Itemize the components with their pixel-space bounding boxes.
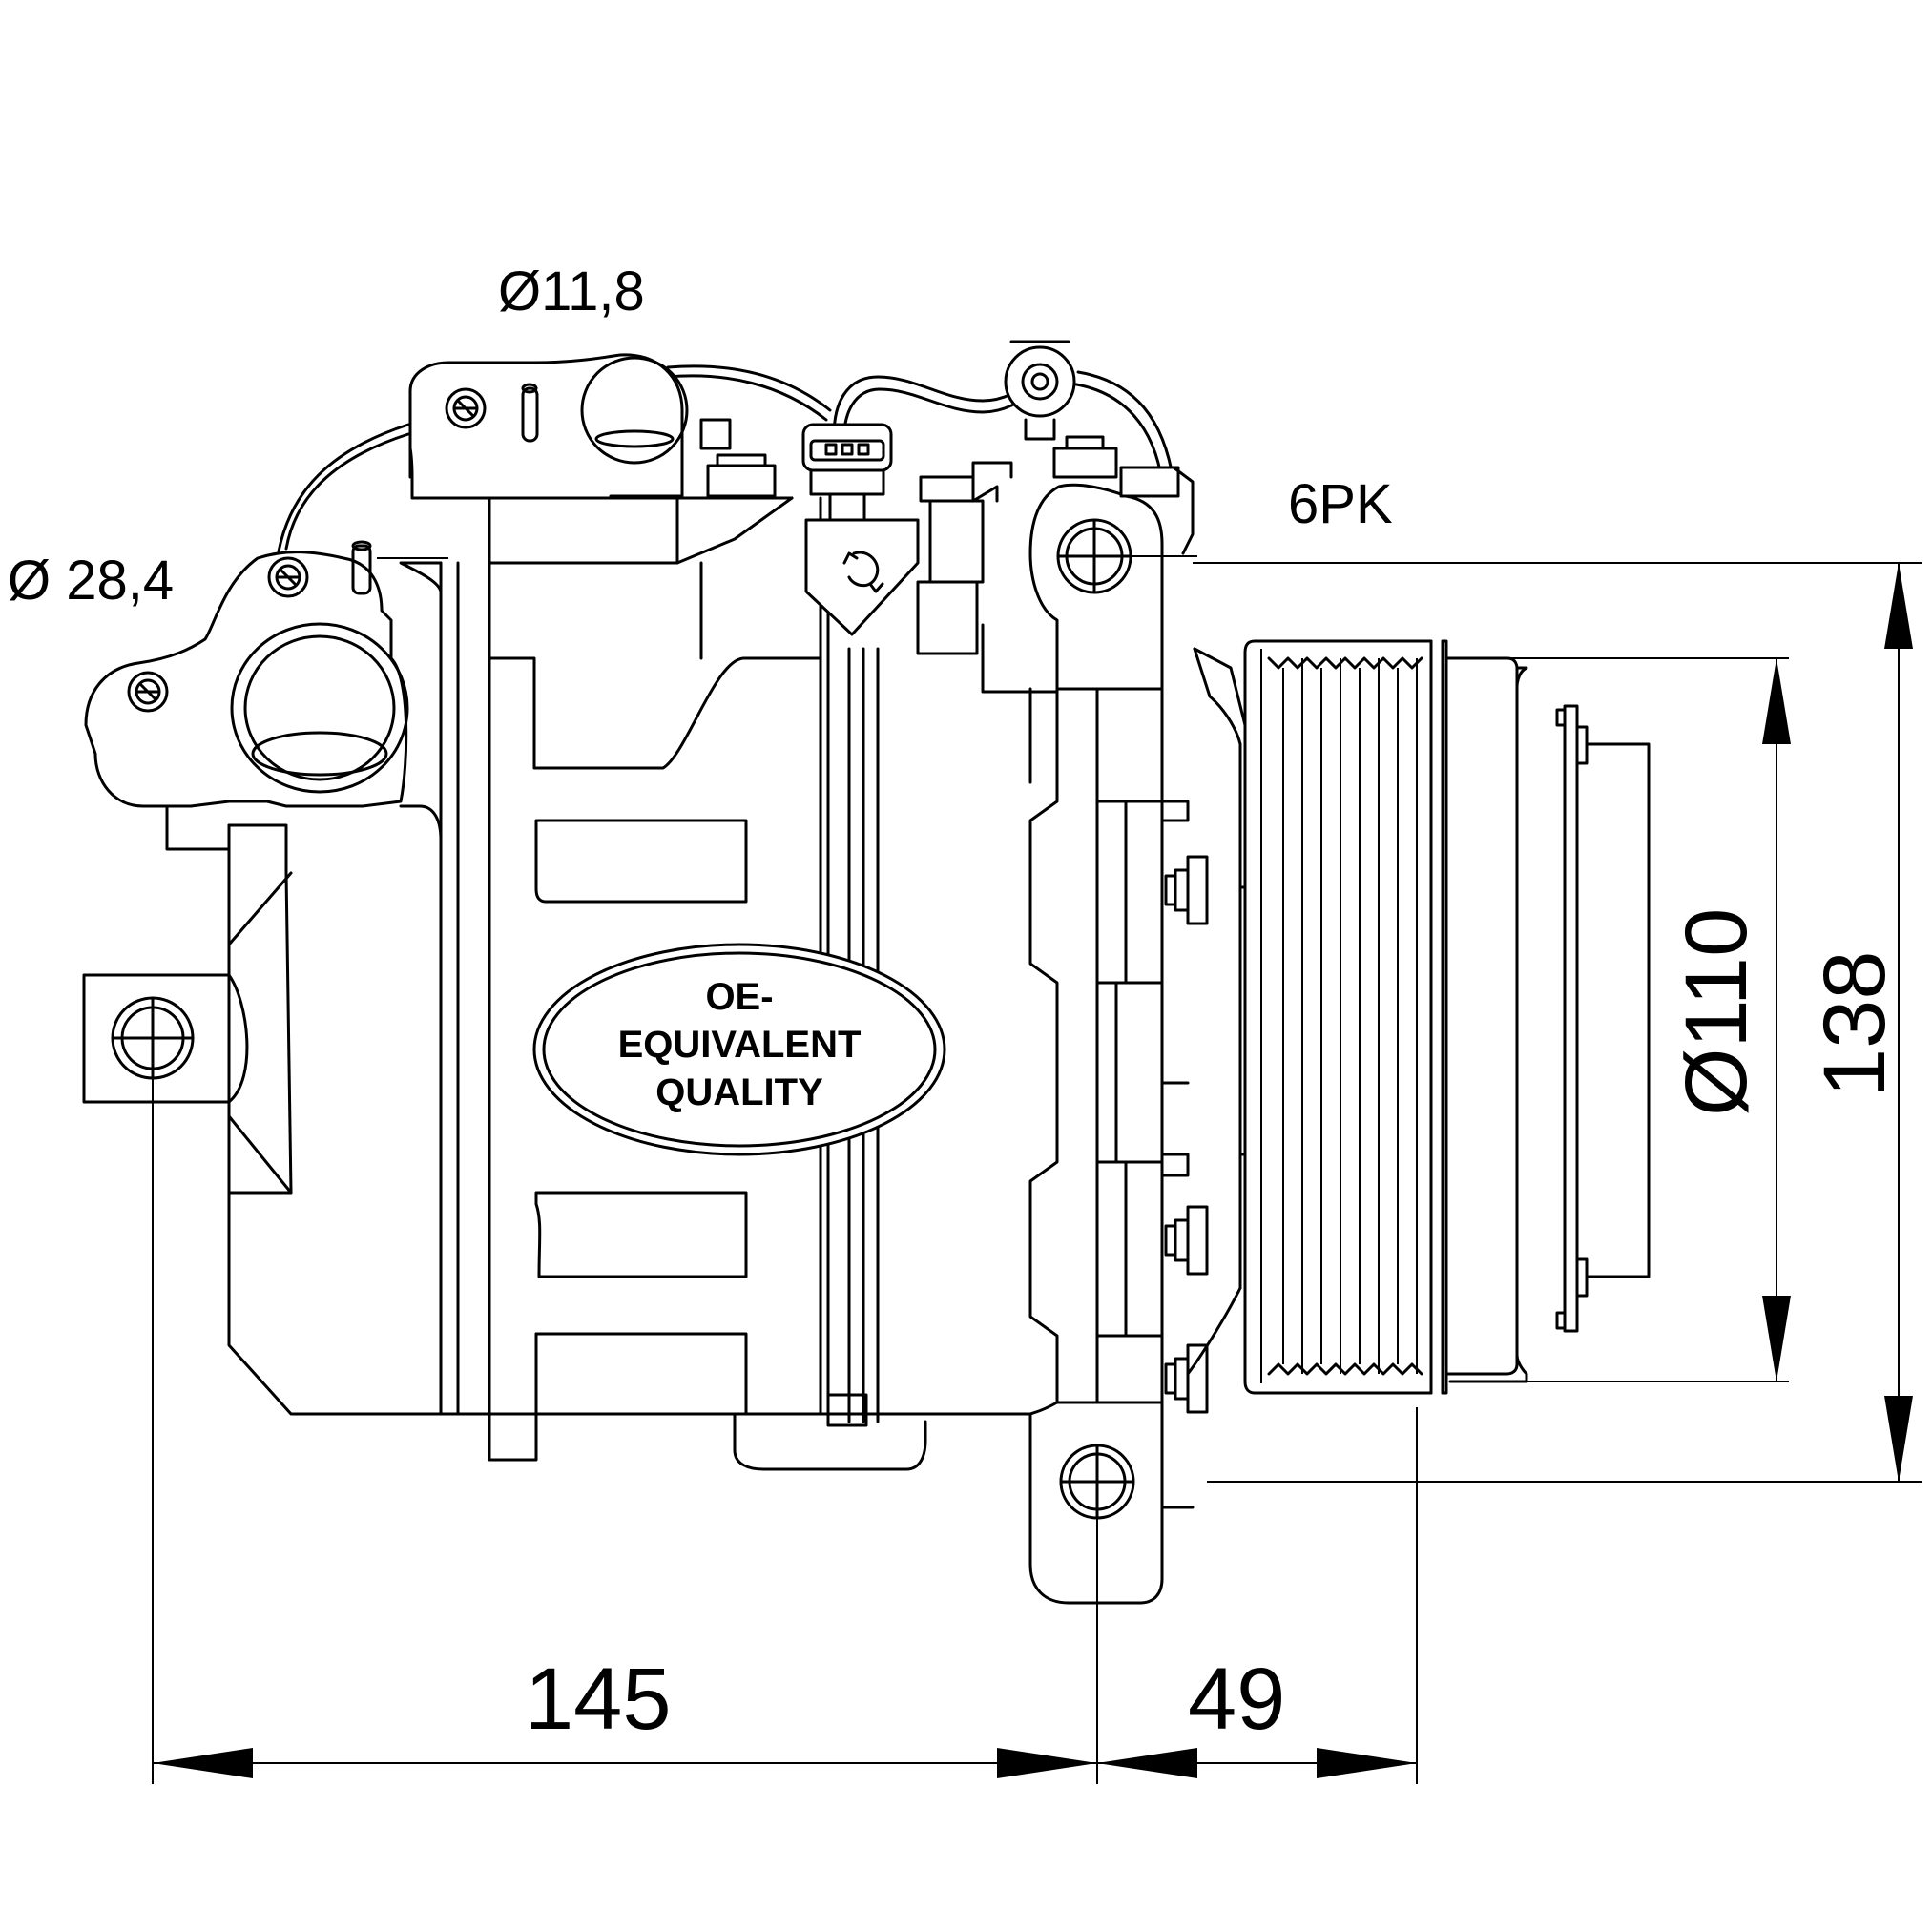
housing-bolt — [1164, 855, 1209, 925]
clutch-pulley — [1186, 639, 1651, 1395]
belt-profile-label: 6PK — [1288, 473, 1393, 535]
relief-valve — [1004, 340, 1076, 441]
pulley-diameter-label: Ø110 — [1668, 908, 1765, 1116]
overall-height-label: 138 — [1806, 951, 1903, 1098]
control-valve-housing — [804, 518, 920, 636]
housing-bolt — [699, 418, 777, 498]
rear-mounting-ear — [82, 973, 249, 1104]
housing-bolt — [1164, 1343, 1209, 1414]
dimension-lines — [152, 555, 1922, 1784]
discharge-port-flange — [408, 353, 689, 500]
suction-port-flange — [84, 540, 409, 808]
housing-bolt — [1164, 1205, 1209, 1276]
discharge-port-diameter-label: Ø11,8 — [498, 260, 645, 322]
oe-quality-stamp: OE- EQUIVALENT QUALITY — [532, 943, 946, 1156]
front-housing — [1028, 483, 1209, 1605]
stamp-line-2: EQUIVALENT — [618, 1024, 862, 1066]
housing-bolt — [1052, 435, 1195, 555]
electric-connector — [801, 423, 893, 522]
pressure-switch — [916, 461, 1013, 655]
stamp-line-1: OE- — [705, 976, 773, 1018]
overall-length-label: 145 — [525, 1651, 672, 1748]
suction-port-diameter-label: Ø 28,4 — [8, 550, 174, 612]
wiring-harness — [277, 364, 1175, 553]
clutch-offset-label: 49 — [1188, 1651, 1285, 1748]
stamp-line-3: QUALITY — [655, 1071, 823, 1113]
